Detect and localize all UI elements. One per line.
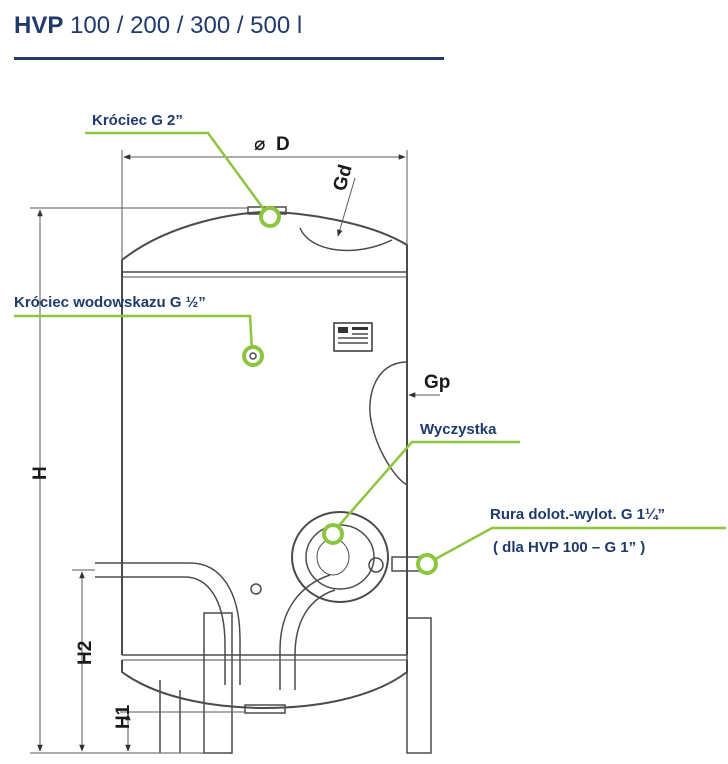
dome-cutaway <box>299 227 393 252</box>
dimension-height <box>30 207 248 754</box>
label-pipe-line2: ( dla HVP 100 – G 1” ) <box>493 539 645 556</box>
label-height: H <box>30 466 51 480</box>
side-cutaway <box>369 361 408 486</box>
callout-cleanout <box>322 440 520 545</box>
title-underline <box>14 57 444 60</box>
label-diameter: D <box>276 134 290 155</box>
label-h1: H1 <box>113 704 134 729</box>
label-top-fitting: Króciec G 2” <box>92 112 183 129</box>
page-title: HVP 100 / 200 / 300 / 500 l <box>14 12 302 40</box>
title-model: HVP <box>14 12 64 39</box>
label-cleanout: Wyczystka <box>420 421 497 438</box>
internal-pipes <box>95 556 428 690</box>
label-pipe-line1: Rura dolot.-wylot. G 1¼” <box>490 506 665 523</box>
label-gd: Gd <box>330 162 357 193</box>
callout-gauge-fitting <box>14 314 264 367</box>
callout-top-fitting <box>85 131 281 228</box>
tank-body <box>121 210 408 714</box>
nameplate-icon <box>333 322 373 352</box>
title-capacities: 100 / 200 / 300 / 500 l <box>63 12 303 39</box>
cleanout-flange <box>291 511 389 603</box>
label-gp: Gp <box>424 372 450 393</box>
dimension-diameter <box>121 150 408 270</box>
dimension-h2 <box>72 569 95 752</box>
label-gauge-fitting: Króciec wodowskazu G ½” <box>14 294 206 311</box>
gd-pointer <box>337 177 356 237</box>
callout-pipe <box>416 526 726 575</box>
label-h2: H2 <box>75 641 96 665</box>
tank-legs <box>159 612 432 754</box>
diameter-symbol: ⌀ <box>254 134 265 155</box>
dimension-h1 <box>120 711 245 752</box>
